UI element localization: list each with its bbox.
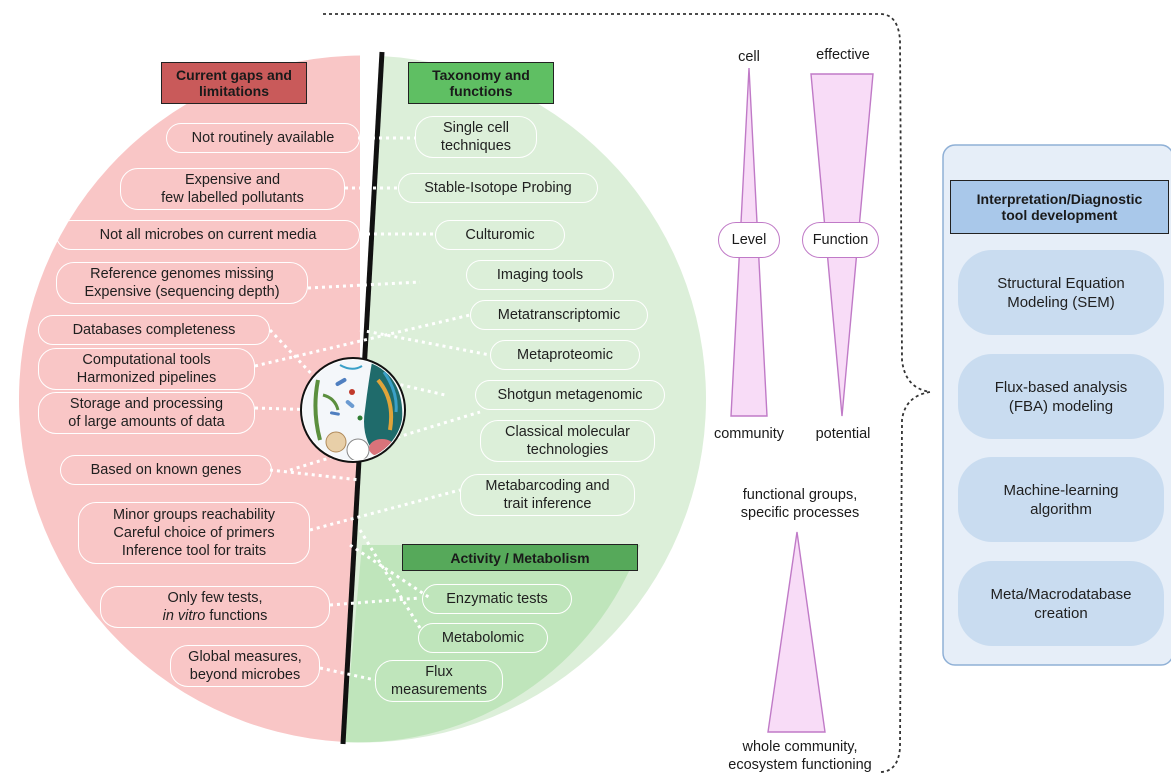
method-stable-isotope: Stable-Isotope Probing [398,173,598,203]
gap-not-routinely-available: Not routinely available [166,123,360,153]
bracket-line [323,13,931,773]
label-effective: effective [816,47,870,63]
label-functional-groups: functional groups,specific processes [740,487,860,521]
activity-header: Activity / Metabolism [402,544,638,571]
method-culturomic: Culturomic [435,220,565,250]
scale-triangle [767,531,826,733]
method-metaproteomic: Metaproteomic [490,340,640,370]
gap-known-genes: Based on known genes [60,455,272,485]
method-enzymatic-tests: Enzymatic tests [422,584,572,614]
gap-few-tests: Only few tests,in vitro functions [100,586,330,628]
method-metatranscriptomic: Metatranscriptomic [470,300,648,330]
level-oval: Level [718,222,780,258]
tool-fba: Flux-based analysis(FBA) modeling [958,354,1164,439]
method-metabolomic: Metabolomic [418,623,548,653]
gap-not-all-microbes: Not all microbes on current media [56,220,360,250]
microbiome-illustration [300,357,406,463]
label-potential: potential [815,426,871,442]
method-imaging-tools: Imaging tools [466,260,614,290]
gap-databases-completeness: Databases completeness [38,315,270,345]
method-shotgun-metagenomic: Shotgun metagenomic [475,380,665,410]
gaps-region [19,55,360,742]
label-whole-community: whole community,ecosystem functioning [728,739,872,773]
label-cell: cell [738,49,760,65]
gap-global-measures: Global measures,beyond microbes [170,645,320,687]
function-oval: Function [802,222,879,258]
label-community: community [713,426,785,442]
